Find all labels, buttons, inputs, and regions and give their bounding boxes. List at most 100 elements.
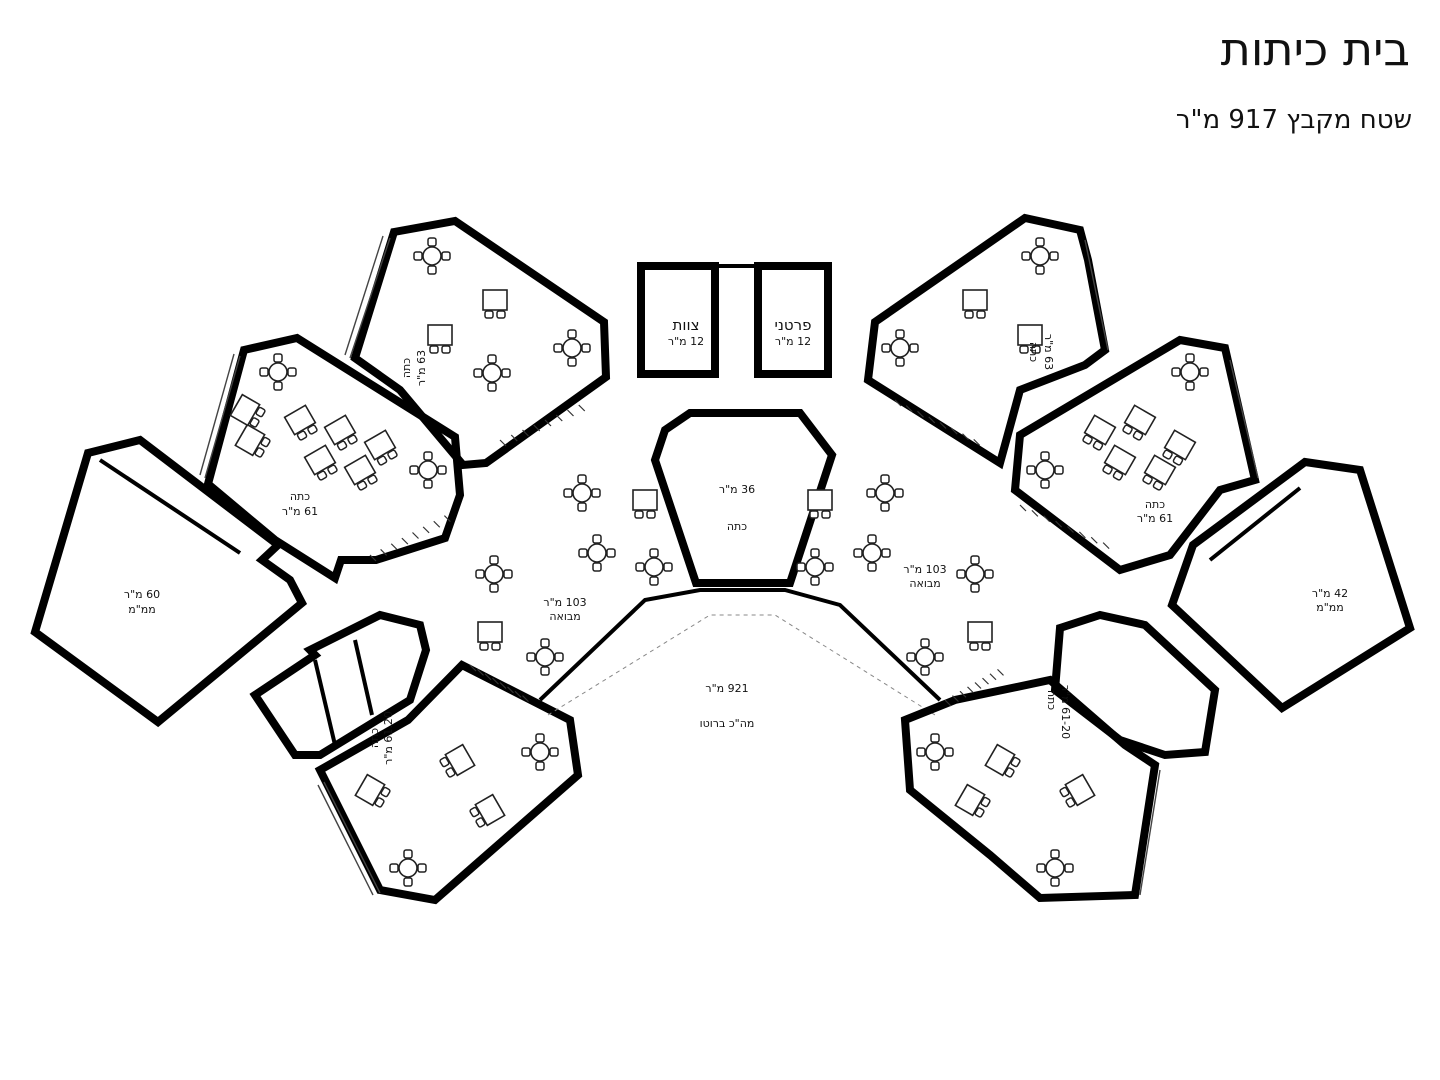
round-table-set — [1171, 353, 1209, 391]
bench-slat — [989, 673, 997, 681]
bench-slat — [433, 520, 441, 528]
desk-pair — [1122, 404, 1157, 441]
room-name: כתה — [1027, 342, 1040, 362]
room-area: 61 מ"ר — [282, 505, 318, 518]
round-table-set — [473, 354, 511, 392]
room-name: כתה — [368, 728, 381, 748]
bench-slat — [952, 695, 959, 703]
room-mamad-east — [1167, 457, 1415, 714]
bench-slat — [973, 438, 981, 446]
desk-pair — [1142, 454, 1177, 491]
room-area: 42 מ"ר — [1312, 587, 1348, 600]
bench-slat — [567, 409, 574, 417]
desk-pair — [439, 743, 476, 778]
round-table-set — [409, 451, 447, 489]
desk-pair — [469, 793, 506, 828]
bench-slat — [369, 554, 377, 562]
room-private — [754, 262, 832, 378]
bench-slat — [578, 404, 586, 412]
desk-pair — [303, 444, 338, 481]
bench-slat — [894, 399, 902, 407]
desk-pair — [954, 783, 991, 818]
bench-slat — [492, 677, 499, 685]
central-facade — [538, 588, 942, 716]
room-staff — [637, 262, 758, 378]
room-name: צוות — [673, 316, 700, 334]
round-table-set — [866, 474, 904, 512]
room-class-ne-mid — [1010, 335, 1260, 575]
bench-slat — [1019, 504, 1027, 512]
round-table-set — [796, 548, 834, 586]
room-toilets-west — [249, 610, 431, 759]
desk-pair — [1082, 414, 1117, 451]
round-table-set — [1036, 849, 1074, 887]
bench-slat — [982, 677, 989, 685]
round-table-set — [475, 555, 513, 593]
round-table-set — [853, 534, 891, 572]
room-name: כתה — [1145, 498, 1165, 511]
bench-slat — [401, 537, 409, 545]
room-area: 103 מ"ר — [543, 596, 586, 609]
bench-slat — [959, 690, 967, 698]
desk-pair — [807, 489, 833, 519]
room-area: 921 מ"ר — [705, 682, 748, 695]
page-title: בית כיתות — [1220, 22, 1410, 76]
round-table-set — [916, 733, 954, 771]
bench-slat — [1031, 509, 1039, 517]
room-name: ממ"מ — [128, 603, 155, 616]
bench-slat — [499, 682, 507, 689]
room-area: 12 מ"ר — [775, 335, 811, 348]
round-table-set — [906, 638, 944, 676]
bench-slat — [950, 427, 958, 435]
round-table-set — [563, 474, 601, 512]
room-name: מבואה — [909, 577, 940, 590]
bench-slat — [905, 405, 913, 413]
round-table-set — [1026, 451, 1064, 489]
bench-slat — [1043, 515, 1051, 523]
room-area: 61-20 מ"ר — [1059, 685, 1072, 739]
furniture-layer — [229, 237, 1209, 887]
bench-slat — [522, 429, 529, 437]
desk-pair — [323, 414, 358, 451]
room-mamad-west — [30, 435, 308, 728]
bench-slat — [499, 439, 507, 447]
bench-slat — [380, 548, 388, 556]
bench-slat — [944, 699, 952, 707]
desk-pair — [229, 393, 266, 428]
desk-pair — [967, 621, 993, 651]
bench-slat — [422, 526, 430, 534]
bench-slat — [522, 695, 529, 703]
bench-slat — [477, 668, 484, 676]
desk-pair — [283, 404, 318, 441]
desk-pair — [482, 289, 508, 319]
room-area: 63 מ"ר — [1042, 334, 1055, 370]
round-table-set — [526, 638, 564, 676]
bench-slat — [962, 433, 969, 441]
desk-pair — [477, 621, 503, 651]
bench-slat — [974, 682, 982, 689]
bench-slat — [1102, 542, 1110, 550]
room-name: כתה — [727, 520, 747, 533]
room-area: 61.20 מ"ר — [382, 711, 395, 765]
bench-slat — [390, 543, 398, 551]
bench-slat — [533, 424, 541, 432]
desk-pair — [1102, 444, 1137, 481]
round-table-set — [956, 555, 994, 593]
round-table-set — [553, 329, 591, 367]
desk-pair — [234, 423, 271, 458]
bench-slat — [484, 673, 492, 681]
round-table-set — [521, 733, 559, 771]
desk-pair — [363, 429, 398, 466]
desk-pair — [1059, 773, 1096, 808]
bench-slat — [939, 422, 947, 429]
room-toilets-east — [1050, 610, 1220, 760]
desk-pair — [427, 324, 453, 354]
bench-slat — [917, 410, 924, 418]
room-class-sw — [314, 660, 583, 905]
desk-pair — [962, 289, 988, 319]
bench-slat — [514, 690, 522, 698]
room-name: מבואה — [549, 610, 580, 623]
room-center-class — [650, 409, 837, 587]
desk-pair — [343, 454, 378, 491]
